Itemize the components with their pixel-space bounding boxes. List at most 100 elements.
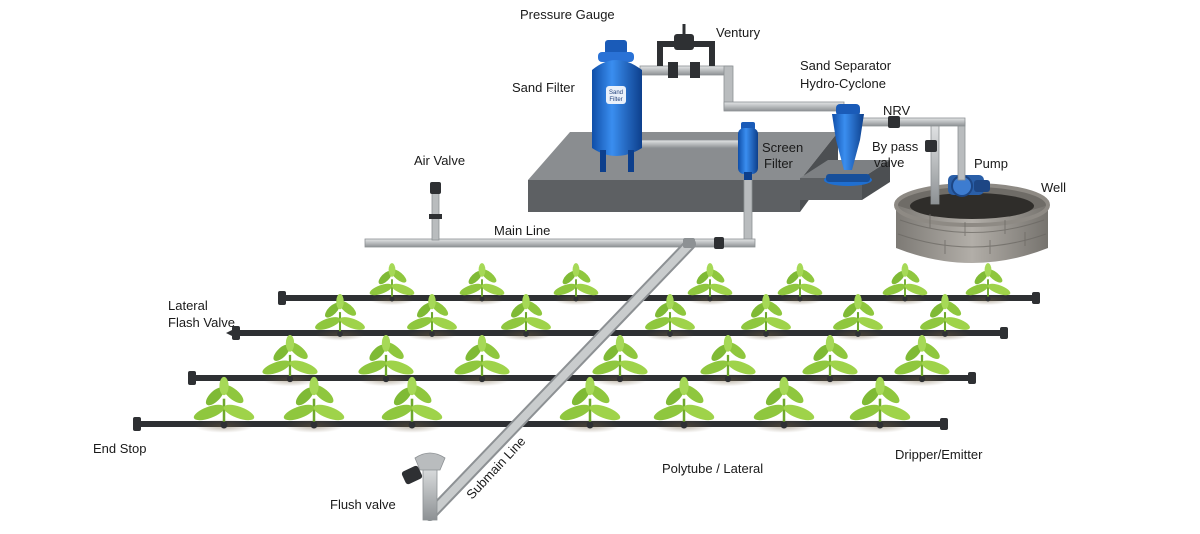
dripper-emitter bbox=[855, 331, 861, 337]
label-filter: Filter bbox=[764, 156, 794, 171]
plant bbox=[882, 263, 928, 306]
label-pump: Pump bbox=[974, 156, 1008, 171]
plant bbox=[407, 294, 457, 341]
plant bbox=[833, 294, 883, 341]
dripper-emitter bbox=[220, 421, 228, 429]
plant bbox=[381, 376, 443, 433]
dripper-emitter bbox=[985, 296, 991, 302]
plant bbox=[687, 263, 733, 306]
dripper-emitter bbox=[680, 421, 688, 429]
dripper-emitter bbox=[429, 331, 435, 337]
dripper-emitter bbox=[523, 331, 529, 337]
plant bbox=[653, 376, 715, 433]
dripper-emitter bbox=[479, 296, 485, 302]
label-well: Well bbox=[1041, 180, 1066, 195]
plants bbox=[193, 263, 1011, 433]
plant bbox=[454, 334, 510, 387]
dripper-emitter bbox=[310, 421, 318, 429]
air-valve bbox=[429, 182, 442, 241]
plant bbox=[315, 294, 365, 341]
plant bbox=[459, 263, 505, 306]
plant bbox=[559, 376, 621, 433]
dripper-emitter bbox=[797, 296, 803, 302]
label-polytube-lateral: Polytube / Lateral bbox=[662, 461, 763, 476]
plant bbox=[700, 334, 756, 387]
labels: Pressure Gauge Ventury Sand Filter Sand … bbox=[93, 7, 1066, 512]
label-sand-filter: Sand Filter bbox=[512, 80, 576, 95]
filter-badge-line-1: Sand bbox=[609, 90, 623, 96]
label-hydro-cyclone: Hydro-Cyclone bbox=[800, 76, 886, 91]
plant bbox=[358, 334, 414, 387]
dripper-emitter bbox=[942, 331, 948, 337]
dripper-emitter bbox=[478, 375, 486, 383]
flush-valve bbox=[401, 452, 446, 521]
dripper-emitter bbox=[389, 296, 395, 302]
filter-badge-line-2: Filter bbox=[609, 97, 622, 103]
plant bbox=[501, 294, 551, 341]
lateral-end-cap bbox=[968, 372, 976, 384]
dripper-emitter bbox=[876, 421, 884, 429]
plant bbox=[592, 334, 648, 387]
lateral-flash-valve bbox=[226, 327, 238, 339]
label-by-pass: By pass bbox=[872, 139, 919, 154]
dripper-emitter bbox=[573, 296, 579, 302]
suction-and-delivery-pipes bbox=[857, 116, 966, 205]
label-pressure-gauge: Pressure Gauge bbox=[520, 7, 615, 22]
dripper-emitter bbox=[408, 421, 416, 429]
dripper-emitter bbox=[337, 331, 343, 337]
label-flash-valve: Flash Valve bbox=[168, 315, 235, 330]
plant bbox=[369, 263, 415, 306]
label-nrv: NRV bbox=[883, 103, 911, 118]
plant bbox=[894, 334, 950, 387]
dripper-emitter bbox=[918, 375, 926, 383]
dripper-emitter bbox=[616, 375, 624, 383]
lateral-end-cap bbox=[1032, 292, 1040, 304]
plant bbox=[849, 376, 911, 433]
dripper-emitter bbox=[763, 331, 769, 337]
label-air-valve: Air Valve bbox=[414, 153, 465, 168]
plant bbox=[553, 263, 599, 306]
dripper-emitter bbox=[724, 375, 732, 383]
sand-filter: Sand Filter bbox=[592, 40, 642, 172]
dripper-emitter bbox=[707, 296, 713, 302]
plant bbox=[965, 263, 1011, 306]
plant bbox=[777, 263, 823, 306]
screen-filter bbox=[738, 122, 758, 180]
plant bbox=[920, 294, 970, 341]
end-stop bbox=[133, 417, 141, 431]
well bbox=[894, 183, 1050, 263]
plant bbox=[283, 376, 345, 433]
plant bbox=[802, 334, 858, 387]
lateral-row bbox=[133, 417, 948, 431]
dripper-emitter bbox=[667, 331, 673, 337]
label-flush-valve: Flush valve bbox=[330, 497, 396, 512]
end-stop bbox=[188, 371, 196, 385]
label-end-stop: End Stop bbox=[93, 441, 147, 456]
dripper-emitter bbox=[902, 296, 908, 302]
plant bbox=[741, 294, 791, 341]
dripper-emitter bbox=[286, 375, 294, 383]
end-stop bbox=[278, 291, 286, 305]
label-sand-separator: Sand Separator bbox=[800, 58, 892, 73]
lateral-end-cap bbox=[1000, 327, 1008, 339]
plant bbox=[753, 376, 815, 433]
label-lateral: Lateral bbox=[168, 298, 208, 313]
label-dripper-emitter: Dripper/Emitter bbox=[895, 447, 983, 462]
dripper-emitter bbox=[826, 375, 834, 383]
label-screen: Screen bbox=[762, 140, 803, 155]
plant bbox=[645, 294, 695, 341]
plant bbox=[262, 334, 318, 387]
hydro-cyclone bbox=[824, 104, 872, 186]
plant bbox=[193, 376, 255, 433]
dripper-emitter bbox=[780, 421, 788, 429]
main-line-pipe bbox=[364, 237, 756, 249]
dripper-emitter bbox=[382, 375, 390, 383]
label-ventury: Ventury bbox=[716, 25, 761, 40]
dripper-emitter bbox=[586, 421, 594, 429]
label-valve: valve bbox=[874, 155, 904, 170]
lateral-end-cap bbox=[940, 418, 948, 430]
submain-line-pipe bbox=[424, 238, 696, 521]
polytube-lateral bbox=[137, 421, 944, 427]
label-main-line: Main Line bbox=[494, 223, 550, 238]
